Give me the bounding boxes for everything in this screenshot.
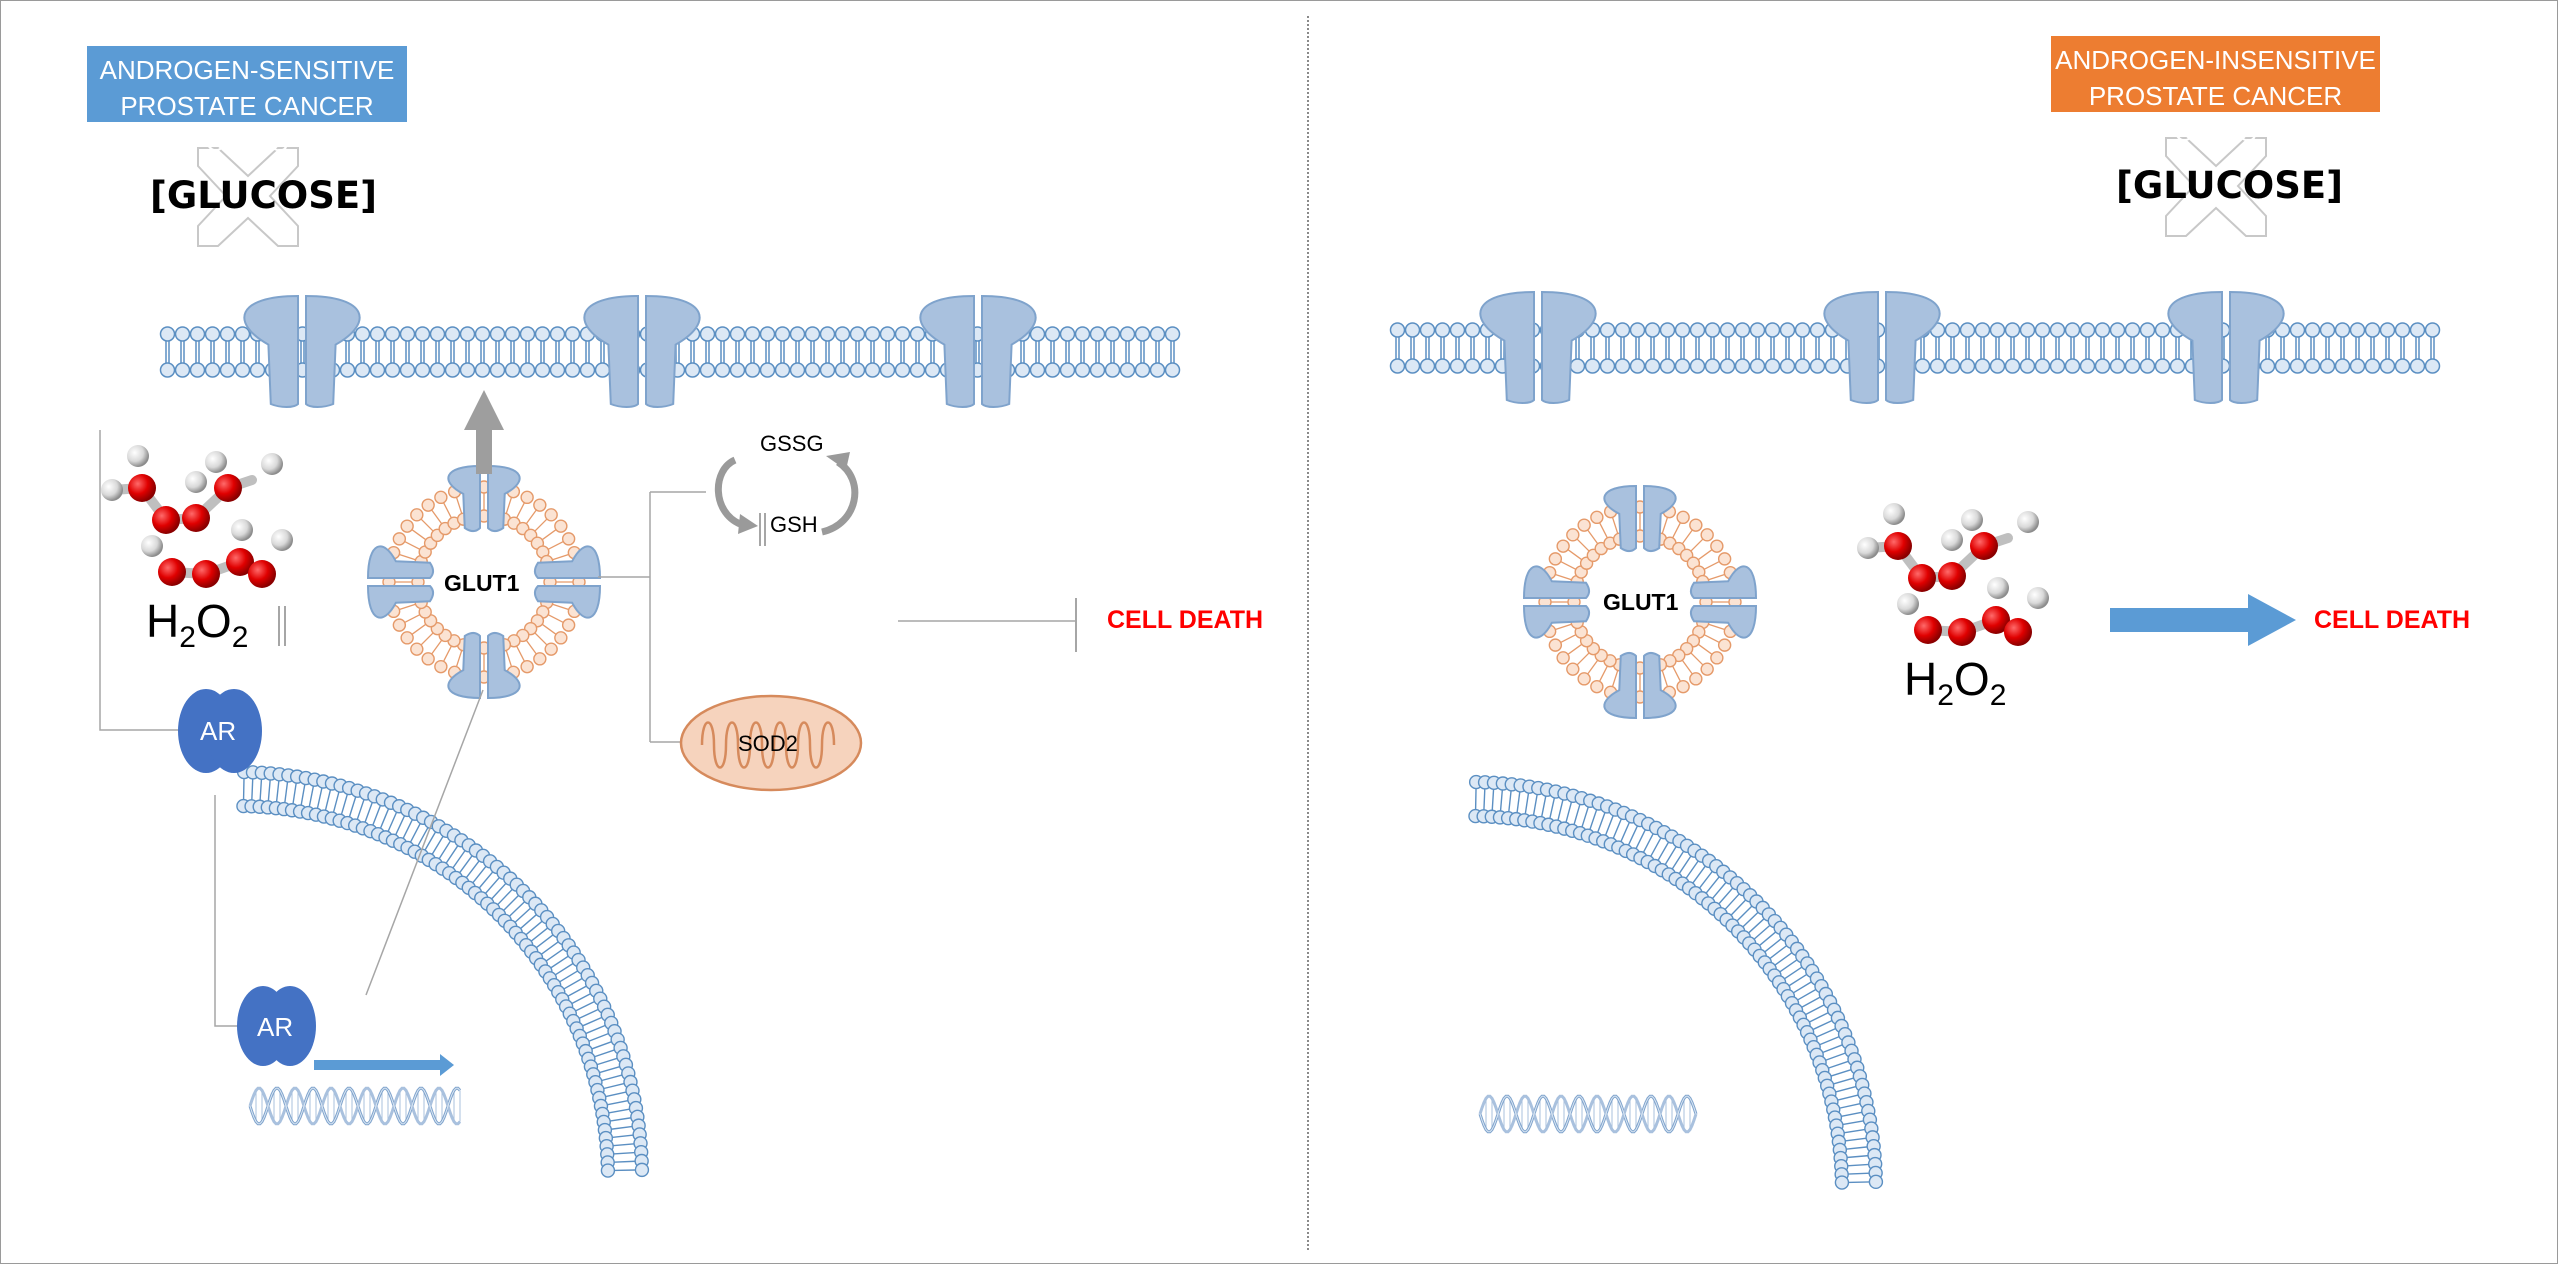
- big-arrow-icon: [2110, 594, 2296, 646]
- sod2-label: SOD2: [738, 731, 798, 756]
- redox-cycle-icon: [714, 452, 859, 536]
- dna-helix-icon: [248, 1086, 462, 1126]
- gssg-label: GSSG: [760, 431, 824, 456]
- header-line: ANDROGEN-SENSITIVE: [99, 55, 395, 85]
- reduced-cross-icon: [197, 147, 299, 247]
- cell-death-label: CELL DEATH: [2314, 606, 2471, 634]
- dna-helix-icon: [1478, 1094, 1698, 1134]
- glut1-label: GLUT1: [444, 570, 520, 596]
- water-molecule-icon: [1857, 503, 2049, 646]
- inhibition-bar-icon: [278, 513, 1077, 652]
- glut1-label: GLUT1: [1603, 589, 1679, 615]
- cell-death-label: CELL DEATH: [1107, 606, 1264, 634]
- header-line: ANDROGEN-INSENSITIVE: [2055, 45, 2376, 75]
- header-line: PROSTATE CANCER CELLS: [120, 91, 374, 157]
- water-molecule-icon: [101, 445, 293, 588]
- nuclear-membrane-left: [236, 764, 650, 1178]
- glucose-label: [GLUCOSE]: [150, 174, 378, 217]
- ar-label: AR: [200, 716, 237, 746]
- vesicle-icon: [1522, 484, 1758, 720]
- ar-label: AR: [257, 1012, 294, 1042]
- up-arrow-icon: [464, 390, 504, 474]
- gsh-label: GSH: [770, 512, 818, 537]
- nuclear-membrane-right: [1468, 774, 1884, 1190]
- transcription-arrow-icon: [314, 1054, 454, 1076]
- panel-divider: [1307, 16, 1309, 1250]
- header-line: PROSTATE CANCER CELLS: [2088, 81, 2343, 147]
- androgen-receptor-icon: [237, 986, 316, 1066]
- pathway-lines: [99, 430, 1075, 1027]
- header-label-left: ANDROGEN-SENSITIVE PROSTATE CANCER CELLS: [87, 46, 407, 157]
- vesicle-icon: [366, 464, 602, 700]
- reduced-cross-icon: [2165, 137, 2267, 237]
- androgen-receptor-icon: [178, 689, 262, 773]
- glucose-label: [GLUCOSE]: [2116, 164, 2344, 207]
- h2o2-label: H2O2: [1904, 653, 2007, 713]
- h2o2-label: H2O2: [146, 595, 249, 655]
- glut-transporter-icon: [243, 290, 2285, 408]
- mitochondrion-icon: [679, 694, 863, 792]
- header-label-right: ANDROGEN-INSENSITIVE PROSTATE CANCER CEL…: [2051, 36, 2380, 147]
